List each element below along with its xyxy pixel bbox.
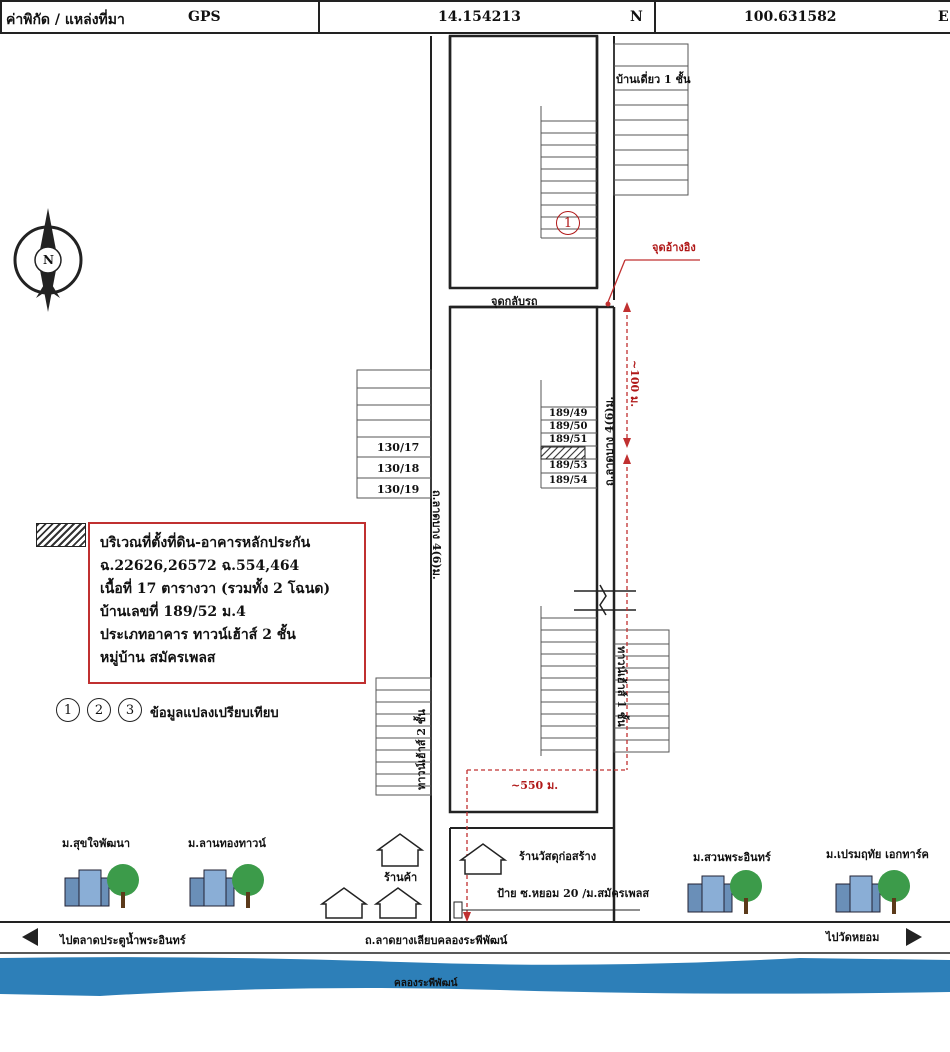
unit-189-50: 189/50 xyxy=(549,421,588,432)
lower-block xyxy=(448,305,599,814)
road-break xyxy=(574,584,636,616)
legend-line-3: เนื้อที่ 17 ตารางวา (รวมทั้ง 2 โฉนด) xyxy=(100,581,331,597)
canal-label: คลองระพีพัฒน์ xyxy=(394,978,458,989)
unit-189-53: 189/53 xyxy=(549,460,588,471)
townhouse-1-label: ทาวน์เฮ้าส์ 1 ชั้น xyxy=(615,646,628,727)
legend-line-5: ประเภทอาคาร ทาวน์เฮ้าส์ 2 ชั้น xyxy=(100,627,296,643)
lower-left-townhouse-rows xyxy=(375,677,432,796)
distance-550-label: ~550 ม. xyxy=(511,779,559,792)
upper-townhouse-rows xyxy=(540,106,597,239)
village-label-2: ม.ลานทองทาวน์ xyxy=(188,837,266,850)
comparison-circle-2: 2 xyxy=(87,698,111,722)
distance-100-label: ~100 ม. xyxy=(628,360,641,408)
sign-label: ป้าย ซ.หยอม 20 /ม.สมัครเพลส xyxy=(497,887,650,900)
legend-line-1: บริเวณที่ตั้งที่ดิน-อาคารหลักประกัน xyxy=(100,535,311,551)
unit-130-19: 130/19 xyxy=(377,483,420,496)
reference-point-label: จุดอ้างอิง xyxy=(652,241,696,254)
comparison-circle-1: 1 xyxy=(56,698,80,722)
gps-label: GPS xyxy=(188,9,221,25)
house-icons xyxy=(319,833,508,919)
canal-water xyxy=(0,957,950,996)
single-house-label: บ้านเดี่ยว 1 ชั้น xyxy=(616,73,691,86)
main-road-label: ถ.ลาดบาง 4(6)ม. xyxy=(430,490,443,580)
legend-line-2: ฉ.22626,26572 ฉ.554,464 xyxy=(100,558,300,574)
construction-shop-label: ร้านวัสดุก่อสร้าง xyxy=(519,850,597,863)
coordinates-header-left: ค่าพิกัด / แหล่งที่มา GPS xyxy=(0,0,320,34)
latitude-direction: N xyxy=(630,9,643,25)
north-label: N xyxy=(43,253,54,267)
sign-post-icon xyxy=(453,901,640,919)
left-townhouse-rows xyxy=(356,369,432,499)
legend-line-4: บ้านเลขที่ 189/52 ม.4 xyxy=(100,604,246,620)
townhouse-2-label: ทาวน์เฮ้าส์ 2 ชั้น xyxy=(415,709,428,790)
village-icons xyxy=(64,864,910,914)
latitude-value: 14.154213 xyxy=(438,9,521,25)
village-label-3: ม.สวนพระอินทร์ xyxy=(693,851,771,864)
right-road-label: ถ.ลาดบาง 4(6)ม. xyxy=(603,396,616,486)
legend-line-6: หมู่บ้าน สมัครเพลส xyxy=(100,650,216,666)
right-townhouse-rows xyxy=(540,380,597,489)
legend-box: บริเวณที่ตั้งที่ดิน-อาคารหลักประกัน ฉ.22… xyxy=(88,522,366,684)
turnaround-label: จุดกลับรถ xyxy=(491,295,538,308)
village-label-4: ม.เปรมฤทัย เอกทาร์ค xyxy=(826,848,929,861)
single-house-rows xyxy=(613,43,689,196)
lower-right-townhouse-rows xyxy=(613,629,670,753)
compass-icon xyxy=(13,208,83,312)
unit-189-51: 189/51 xyxy=(549,434,588,445)
village-label-1: ม.สุขใจพัฒนา xyxy=(62,837,131,850)
unit-130-17: 130/17 xyxy=(377,441,420,454)
subject-property-hatch xyxy=(540,446,586,460)
longitude-direction: E xyxy=(938,9,949,25)
longitude-value: 100.631582 xyxy=(744,9,837,25)
unit-189-54: 189/54 xyxy=(549,475,588,486)
comparison-marker-1: 1 xyxy=(556,211,580,235)
comparison-circle-3: 3 xyxy=(118,698,142,722)
lower-block-townhouse-rows xyxy=(540,606,597,756)
legend-hatch-swatch xyxy=(36,523,86,547)
location-source-label: ค่าพิกัด / แหล่งที่มา xyxy=(6,12,125,28)
shop-label: ร้านค้า xyxy=(384,871,418,884)
coordinates-header-lon: 100.631582 E xyxy=(654,0,950,34)
right-arrow-icon xyxy=(906,928,922,946)
right-direction-label: ไปวัดหยอม xyxy=(826,931,880,944)
upper-block xyxy=(448,34,599,290)
unit-130-18: 130/18 xyxy=(377,462,420,475)
canal-road-label: ถ.ลาดยางเลียบคลองระพีพัฒน์ xyxy=(365,934,508,947)
left-direction-label: ไปตลาดประตูน้ำพระอินทร์ xyxy=(60,934,186,947)
left-arrow-icon xyxy=(22,928,38,946)
unit-189-49: 189/49 xyxy=(549,408,588,419)
comparison-label: ข้อมูลแปลงเปรียบเทียบ xyxy=(150,706,279,721)
distance-guides xyxy=(463,259,700,922)
